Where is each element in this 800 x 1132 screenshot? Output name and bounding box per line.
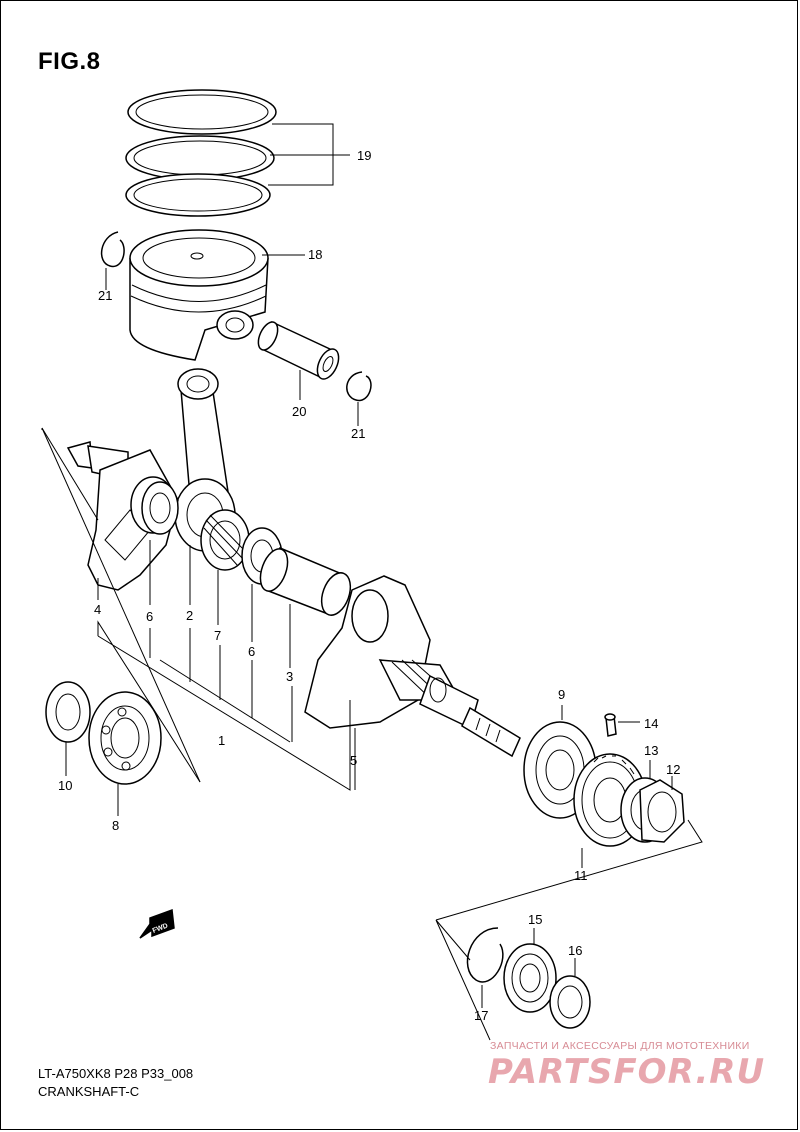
callout-numbers: 19 18 21 20 21 4 6 2 7 6 3 1 5 9 14 13 1… xyxy=(58,148,680,1023)
circlip-left[interactable] xyxy=(100,231,125,268)
circlip-right[interactable] xyxy=(346,371,372,402)
connecting-rod[interactable] xyxy=(174,368,236,552)
piston-rings[interactable] xyxy=(125,89,277,217)
callout-11[interactable]: 11 xyxy=(574,868,588,883)
callout-21-left[interactable]: 21 xyxy=(98,288,112,303)
thrust-washer-left[interactable] xyxy=(141,481,179,535)
bearing-lower[interactable] xyxy=(503,943,557,1013)
model-code: LT-A750XK8 P28 P33_008 xyxy=(38,1066,194,1081)
circlip-lower[interactable] xyxy=(466,927,504,983)
piston-pin[interactable] xyxy=(254,319,343,382)
callout-2[interactable]: 2 xyxy=(186,608,193,623)
callout-7[interactable]: 7 xyxy=(214,628,221,643)
crankshaft-nut[interactable] xyxy=(639,779,685,843)
callout-6-right[interactable]: 6 xyxy=(248,644,255,659)
callout-18[interactable]: 18 xyxy=(308,247,322,262)
callout-6-left[interactable]: 6 xyxy=(146,609,153,624)
callout-12[interactable]: 12 xyxy=(666,762,680,777)
watermark-tagline: ЗАПЧАСТИ И АКСЕССУАРЫ ДЛЯ МОТОТЕХНИКИ xyxy=(490,1040,750,1052)
oil-seal-left[interactable] xyxy=(45,681,91,743)
callout-15[interactable]: 15 xyxy=(528,912,542,927)
callout-8[interactable]: 8 xyxy=(112,818,119,833)
callout-16[interactable]: 16 xyxy=(568,943,582,958)
crank-web-right[interactable] xyxy=(304,575,521,758)
callout-10[interactable]: 10 xyxy=(58,778,72,793)
callout-17[interactable]: 17 xyxy=(474,1008,488,1023)
callout-20[interactable]: 20 xyxy=(292,404,306,419)
bearing-left[interactable] xyxy=(88,691,162,785)
callout-13[interactable]: 13 xyxy=(644,743,658,758)
callout-14[interactable]: 14 xyxy=(644,716,658,731)
callout-19[interactable]: 19 xyxy=(357,148,371,163)
section-name: CRANKSHAFT-C xyxy=(38,1084,140,1099)
callout-5[interactable]: 5 xyxy=(350,753,357,768)
watermark-brand: PARTSFOR.RU xyxy=(488,1052,766,1092)
dowel-pin[interactable] xyxy=(604,713,617,737)
callout-9[interactable]: 9 xyxy=(558,687,565,702)
callout-1[interactable]: 1 xyxy=(218,733,225,748)
assembly-lines xyxy=(41,427,703,1041)
oil-seal-lower[interactable] xyxy=(549,975,591,1029)
callout-4[interactable]: 4 xyxy=(94,602,101,617)
leader-lines xyxy=(65,123,673,1008)
callout-21-right[interactable]: 21 xyxy=(351,426,365,441)
crank-pin[interactable] xyxy=(255,545,356,619)
fwd-direction-arrow: FWD xyxy=(139,908,175,939)
piston[interactable] xyxy=(129,229,269,361)
callout-3[interactable]: 3 xyxy=(286,669,293,684)
figure-title: FIG.8 xyxy=(38,48,101,75)
